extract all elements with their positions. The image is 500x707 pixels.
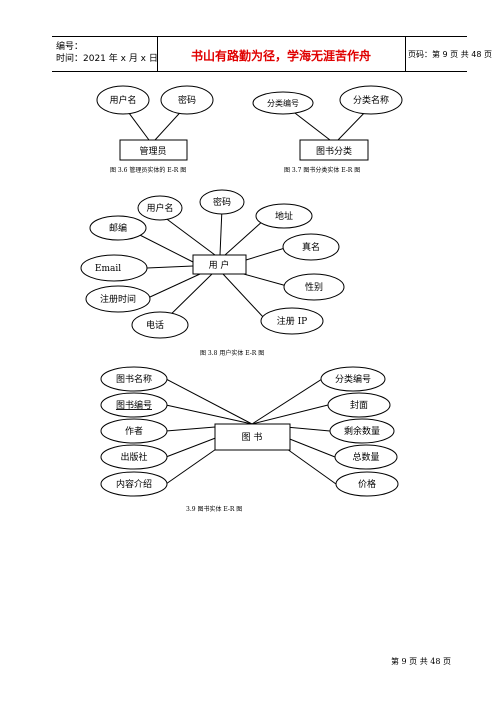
attribute-phone: 电话 [146,319,164,331]
connector-line [165,378,253,425]
attribute-ellipse [260,307,324,335]
figure-3-8: 用户名 密码 地址 邮编 真名 Email 性别 注册时间 注册 IP 电话 用… [80,189,345,357]
attribute-cover: 封面 [350,399,368,411]
attribute-remaining-count: 剩余数量 [344,425,380,437]
attribute-ellipse [100,392,168,418]
attribute-ellipse [131,311,189,339]
header-motto-cell: 书山有路勤为径，学海无涯苦作舟 [157,37,406,71]
attribute-ellipse [327,392,391,418]
entity-book: 图 书 [242,432,263,443]
entity-user: 用 户 [209,259,230,271]
attribute-price: 价格 [358,478,376,490]
attribute-ellipse [100,418,168,444]
attribute-ellipse [100,444,168,470]
header-page-number: 页码：第 9 页 共 48 页 [408,50,492,59]
attribute-password: 密码 [213,196,231,208]
figure-caption: 图 3.8 用户实体 E-R 图 [200,349,264,357]
attribute-password: 密码 [178,94,196,106]
attribute-ellipse [335,471,399,497]
attribute-email: Email [95,264,121,274]
page-header: 编号： 时间：2021 年 x 月 x 日 书山有路勤为径，学海无涯苦作舟 页码… [52,36,492,72]
attribute-ellipse [137,195,183,221]
attribute-total-count: 总数量 [352,451,379,463]
figure-caption: 图 3.6 管理员实体的 E-R 图 [110,166,186,174]
attribute-register-ip: 注册 IP [277,315,307,327]
connector-line [159,213,216,256]
attribute-real-name: 真名 [302,241,320,253]
connector-line [290,109,331,141]
connector-line [146,265,194,269]
attribute-ellipse [283,273,345,301]
attribute-book-id: 图书编号 [116,399,152,411]
attribute-ellipse [255,203,313,229]
figure-3-7: 分类编号 分类名称 图书分类 图 3.7 图书分类实体 E-R 图 [252,85,403,174]
attribute-book-name: 图书名称 [116,373,152,385]
attribute-ellipse [160,85,214,115]
attribute-username: 用户名 [109,94,136,106]
attribute-ellipse [334,444,398,470]
entity-box [299,139,369,161]
attribute-author: 作者 [125,425,143,437]
entity-box [214,423,291,451]
attribute-gender: 性别 [305,281,323,293]
figure-caption: 3.9 图书实体 E-R 图 [186,505,242,513]
entity-box [192,254,247,275]
figure-3-9: 图书名称 图书编号 作者 出版社 内容介绍 分类编号 封面 剩余数量 总数量 价… [100,366,399,513]
header-page-cell: 页码：第 9 页 共 48 页 [405,37,492,71]
attribute-register-time: 注册时间 [100,293,136,305]
attribute-category-name: 分类名称 [353,94,389,106]
attribute-username: 用户名 [146,202,173,214]
attribute-category-id: 分类编号 [267,98,299,108]
header-motto: 书山有路勤为径，学海无涯苦作舟 [190,49,371,63]
attribute-ellipse [96,85,150,115]
connector-line [224,219,265,256]
attribute-ellipse [80,254,148,282]
connector-line [251,404,329,425]
attribute-ellipse [199,189,245,215]
attribute-ellipse [252,91,314,115]
attribute-ellipse [339,85,403,115]
entity-admin: 管理员 [139,145,166,157]
connector-line [219,207,223,256]
connector-line [245,247,286,261]
attribute-category-id: 分类编号 [335,373,371,385]
attribute-ellipse [329,418,395,444]
figure-caption: 图 3.7 图书分类实体 E-R 图 [284,166,360,174]
page-footer: 第 9 页 共 48 页 [391,657,451,666]
entity-book-category: 图书分类 [316,145,352,157]
attribute-address: 地址 [275,210,293,222]
attribute-ellipse [85,285,151,313]
attribute-description: 内容介绍 [116,478,152,490]
document-number-label: 编号： [56,42,84,52]
connector-line [165,404,253,425]
document-date: 时间：2021 年 x 月 x 日 [56,54,158,64]
connector-line [239,272,288,287]
figure-3-6: 用户名 密码 管理员 图 3.6 管理员实体的 E-R 图 [96,85,214,174]
connector-line [251,378,323,425]
attribute-ellipse [89,215,147,241]
entity-box [119,139,188,161]
attribute-ellipse [320,366,386,392]
attribute-ellipse [100,366,168,392]
connector-line [149,273,201,298]
attribute-ellipse [282,233,340,261]
attribute-zipcode: 邮编 [109,222,127,234]
attribute-ellipse [100,471,168,497]
attribute-publisher: 出版社 [120,451,147,463]
header-meta-cell: 编号： 时间：2021 年 x 月 x 日 [52,37,158,71]
connector-line [222,273,265,319]
